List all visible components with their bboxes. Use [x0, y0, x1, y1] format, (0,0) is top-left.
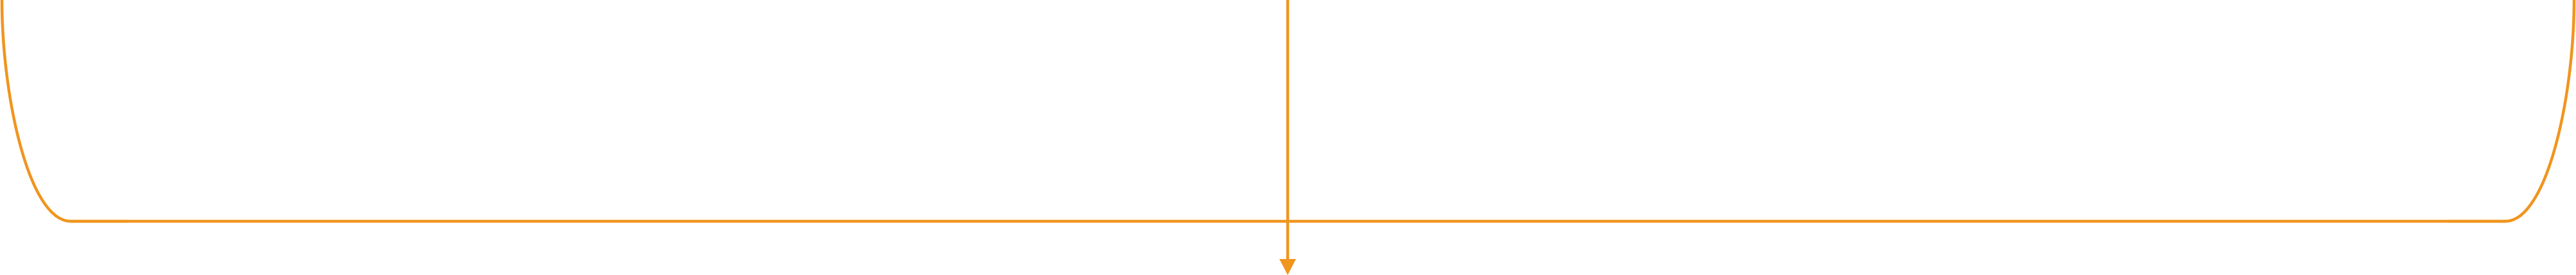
- right-bracket-curve: [2448, 0, 2576, 223]
- down-arrowhead: [1279, 259, 1296, 275]
- left-bracket-curve: [0, 0, 128, 223]
